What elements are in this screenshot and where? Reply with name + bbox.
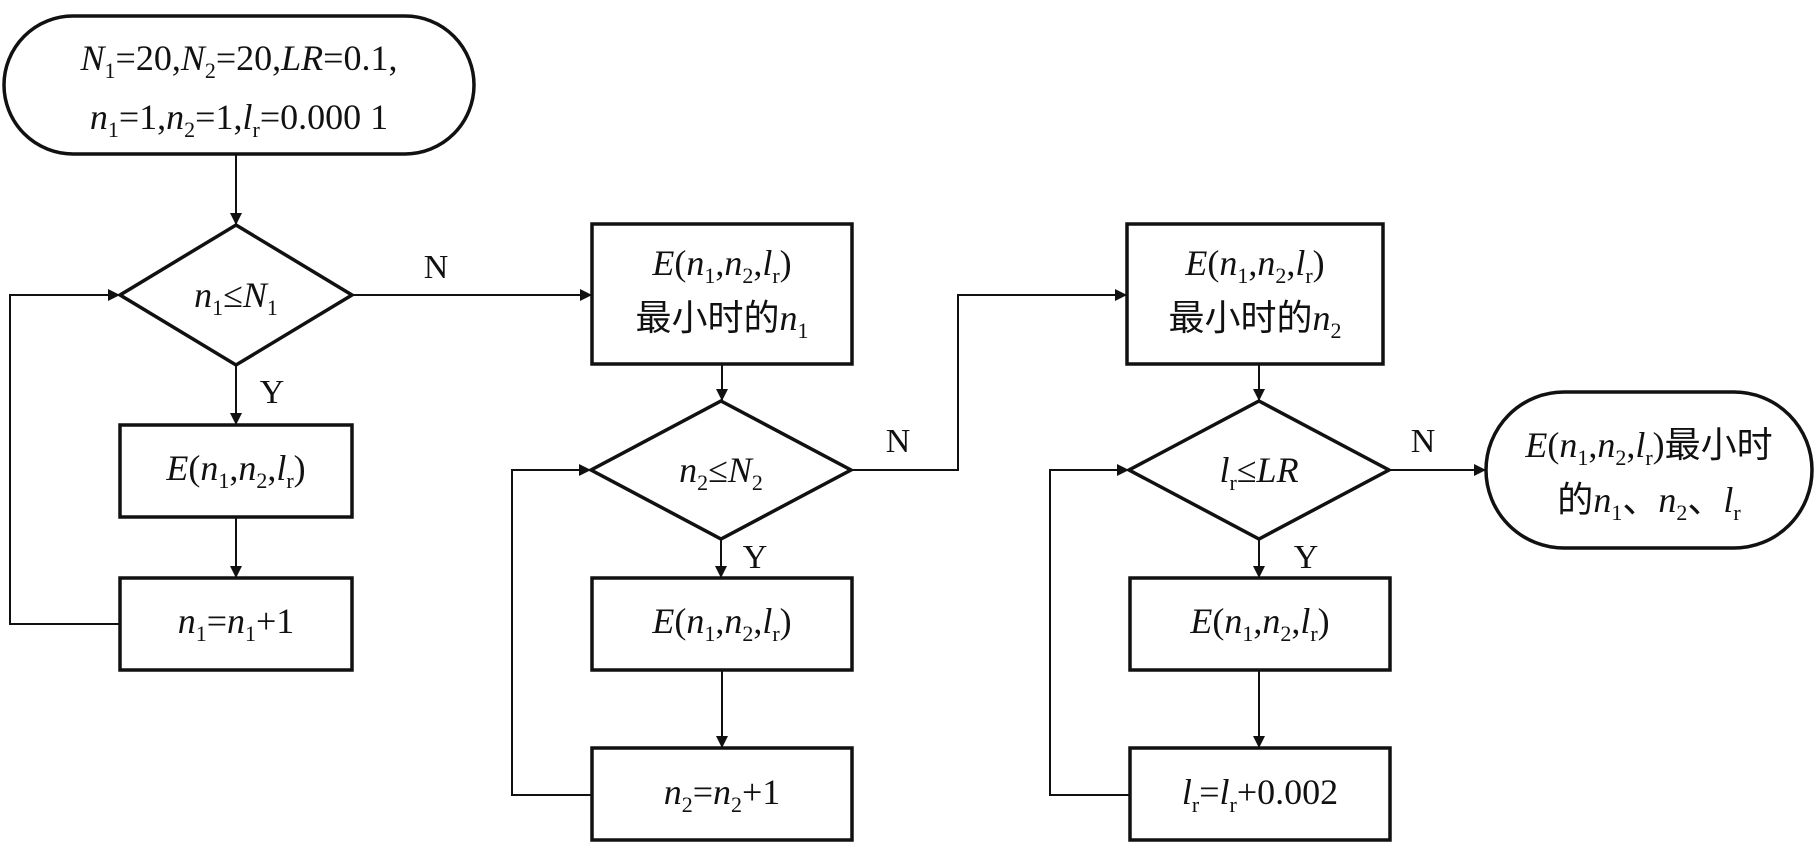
process-min-n2 <box>1125 222 1385 366</box>
end-label-line2: 的n1、n2、lr <box>1557 480 1741 525</box>
process-e-loop1-label: E(n1,n2,lr) <box>165 448 305 493</box>
process-min-n2-line2: 最小时的n2 <box>1168 298 1341 343</box>
decision-n2-label: n2≤N2 <box>679 450 763 495</box>
edge-label-lr-no: N <box>1411 423 1436 460</box>
edge-loop3-back <box>1049 464 1130 796</box>
process-e-loop2-label: E(n1,n2,lr) <box>651 601 791 646</box>
end-terminal <box>1484 390 1814 550</box>
edge-loop2-back <box>511 464 592 796</box>
edge-label-n1-no: N <box>424 249 449 286</box>
process-inc-n2-label: n2=n2+1 <box>664 772 781 817</box>
edge-label-n1-yes: Y <box>260 374 285 411</box>
decision-n1-label: n1≤N1 <box>194 275 278 320</box>
process-min-n2-line1: E(n1,n2,lr) <box>1184 243 1324 288</box>
process-inc-lr-label: lr=lr+0.002 <box>1182 772 1338 817</box>
process-e-loop3-label: E(n1,n2,lr) <box>1189 601 1329 646</box>
process-e-loop2 <box>590 576 854 672</box>
edge-label-lr-yes: Y <box>1294 539 1319 576</box>
edge-loop1-back <box>9 289 120 625</box>
start-terminal <box>2 14 476 156</box>
end-label-line1: E(n1,n2,lr)最小时 <box>1524 425 1772 470</box>
process-min-n1-line1: E(n1,n2,lr) <box>651 243 791 288</box>
process-inc-n1-label: n1=n1+1 <box>178 601 295 646</box>
start-label-line1: N1=20,N2=20,LR=0.1, <box>80 38 398 83</box>
edge-n2-no <box>851 289 1127 471</box>
process-min-n1-line2: 最小时的n1 <box>635 298 808 343</box>
start-label-line2: n1=1,n2=1,lr=0.000 1 <box>90 97 388 142</box>
edge-label-n2-no: N <box>886 423 911 460</box>
edge-label-n2-yes: Y <box>743 539 768 576</box>
decision-lr-label: lr≤LR <box>1219 450 1298 495</box>
